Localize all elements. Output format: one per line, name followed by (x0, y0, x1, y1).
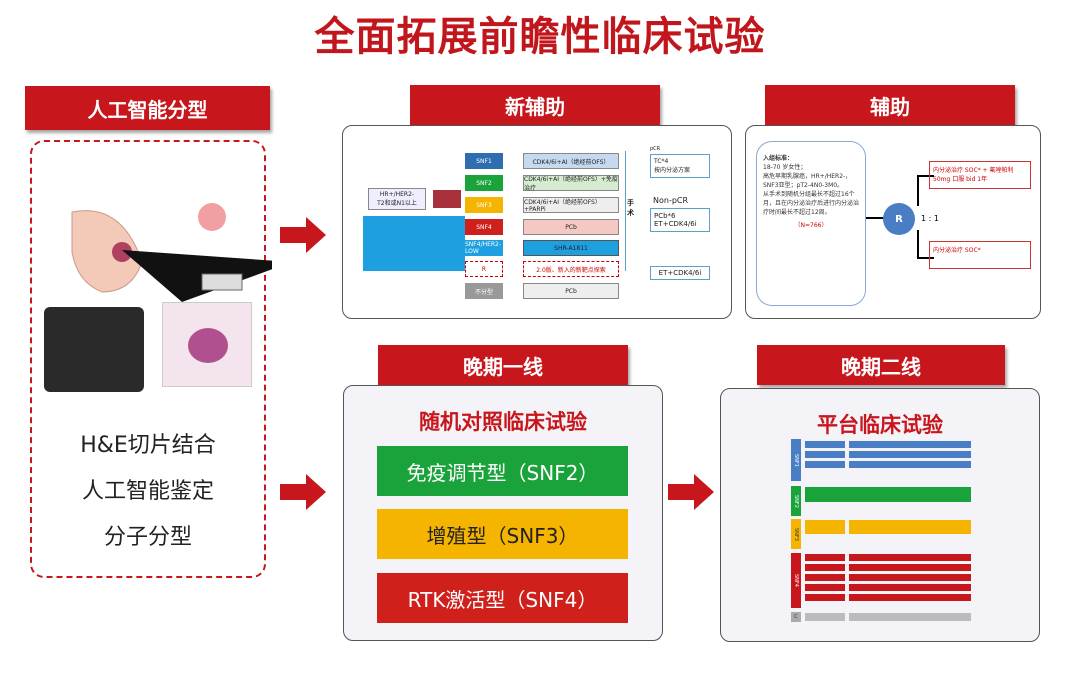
unclassified-label: 不分型 (465, 283, 503, 299)
ai-typing-header: 人工智能分型 (25, 86, 270, 130)
notes-box (363, 216, 465, 271)
adjuvant-panel: 入组标准： 18-70 岁女性； 高危早期乳腺癌，HR+/HER2-，SNF3亚… (745, 125, 1041, 319)
arrow-right-icon (280, 474, 326, 510)
second-line-panel: 平台临床试验 SNF1 SNF2 SNF3 SNF4 C (720, 388, 1040, 642)
criteria-item: 18-70 岁女性； (763, 164, 807, 171)
arrow-right-icon (280, 217, 326, 253)
sample-size: （N=766） (794, 222, 828, 229)
group-snf2: SNF2 (791, 486, 801, 516)
arrow-right-icon (433, 190, 461, 208)
pcr-label: pCR (650, 146, 661, 152)
neoadjuvant-header: 新辅助 (410, 85, 660, 125)
treatment-box: CDK4/6i+AI（绝经前OFS）+PARPi (523, 197, 619, 213)
treatment-box: PCb (523, 283, 619, 299)
snf4-bar: RTK激活型（SNF4） (377, 573, 628, 623)
criteria-box: 入组标准： 18-70 岁女性； 高危早期乳腺癌，HR+/HER2-，SNF3亚… (756, 141, 866, 306)
r-label: R (465, 261, 503, 277)
snf4-label: SNF4 (465, 219, 503, 235)
snf1-label: SNF1 (465, 153, 503, 169)
group-snf1: SNF1 (791, 439, 801, 481)
neoadjuvant-panel: HR+/HER2- T2和或N1以上 SNF1 SNF2 SNF3 SNF4 S… (342, 125, 732, 319)
et-outcome-box: ET+CDK4/6i (650, 266, 710, 280)
treatment-box: PCb (523, 219, 619, 235)
criteria-title: 入组标准： (763, 155, 794, 162)
left-line-2: 人工智能鉴定 (81, 479, 214, 504)
snf4-her2low-label: SNF4/HER2-LOW (465, 240, 503, 256)
second-line-header: 晚期二线 (757, 345, 1005, 385)
scanner-icon (44, 307, 144, 392)
treatment-box: 2.0版、新入的新靶点探索 (523, 261, 619, 277)
nonpcr-outcome-box: PCb*6 ET+CDK4/6i (650, 208, 710, 232)
snf2-bar: 免疫调节型（SNF2） (377, 446, 628, 496)
snf3-bar: 增殖型（SNF3） (377, 509, 628, 559)
first-line-subtitle: 随机对照临床试验 (419, 410, 587, 434)
arm2-box: 内分泌治疗 SOC* (929, 241, 1031, 269)
arm1-box: 内分泌治疗 SOC* + 氟唑帕利 50mg 口服 bid 1年 (929, 161, 1031, 189)
snf3-label: SNF3 (465, 197, 503, 213)
left-line-3: 分子分型 (103, 525, 192, 550)
snf2-label: SNF2 (465, 175, 503, 191)
randomize-circle: R (883, 203, 915, 235)
criteria-item: 从手术到随机分组最长不超过16个月，且在内分泌治疗后进行内分泌治疗时间最长不超过… (763, 191, 860, 216)
treatment-box: SHR-A1811 (523, 240, 619, 256)
patient-box: HR+/HER2- T2和或N1以上 (368, 188, 426, 210)
randomization-arrows-icon (866, 175, 934, 259)
surgery-label: 手术 (627, 199, 634, 217)
he-slide-image (162, 302, 252, 387)
ratio-label: 1 : 1 (921, 214, 939, 223)
arrow-right-icon (668, 474, 714, 510)
nonpcr-label: Non-pCR (653, 196, 689, 205)
group-snf4: SNF4 (791, 553, 801, 608)
first-line-panel: 随机对照临床试验 免疫调节型（SNF2） 增殖型（SNF3） RTK激活型（SN… (343, 385, 663, 641)
criteria-item: 高危早期乳腺癌，HR+/HER2-，SNF3亚型；pT2-4N0-3M0。 (763, 173, 852, 189)
treatment-box: CDK4/6i+AI（绝经前OFS） (523, 153, 619, 169)
breast-illustration-icon (71, 203, 272, 302)
adjuvant-header: 辅助 (765, 85, 1015, 125)
pcr-outcome-box: TC*4 按内分泌方案 (650, 154, 710, 178)
second-line-subtitle: 平台临床试验 (817, 413, 943, 437)
ai-typing-panel: H&E切片结合 人工智能鉴定 分子分型 (30, 140, 272, 578)
group-snf3: SNF3 (791, 519, 801, 549)
left-line-1: H&E切片结合 (80, 433, 216, 458)
first-line-header: 晚期一线 (378, 345, 628, 385)
group-c: C (791, 612, 801, 622)
platform-table: SNF1 SNF2 SNF3 SNF4 C (791, 439, 971, 624)
treatment-box: CDK4/6i+AI（绝经前OFS）+免疫治疗 (523, 175, 619, 192)
page-title: 全面拓展前瞻性临床试验 (314, 14, 766, 60)
